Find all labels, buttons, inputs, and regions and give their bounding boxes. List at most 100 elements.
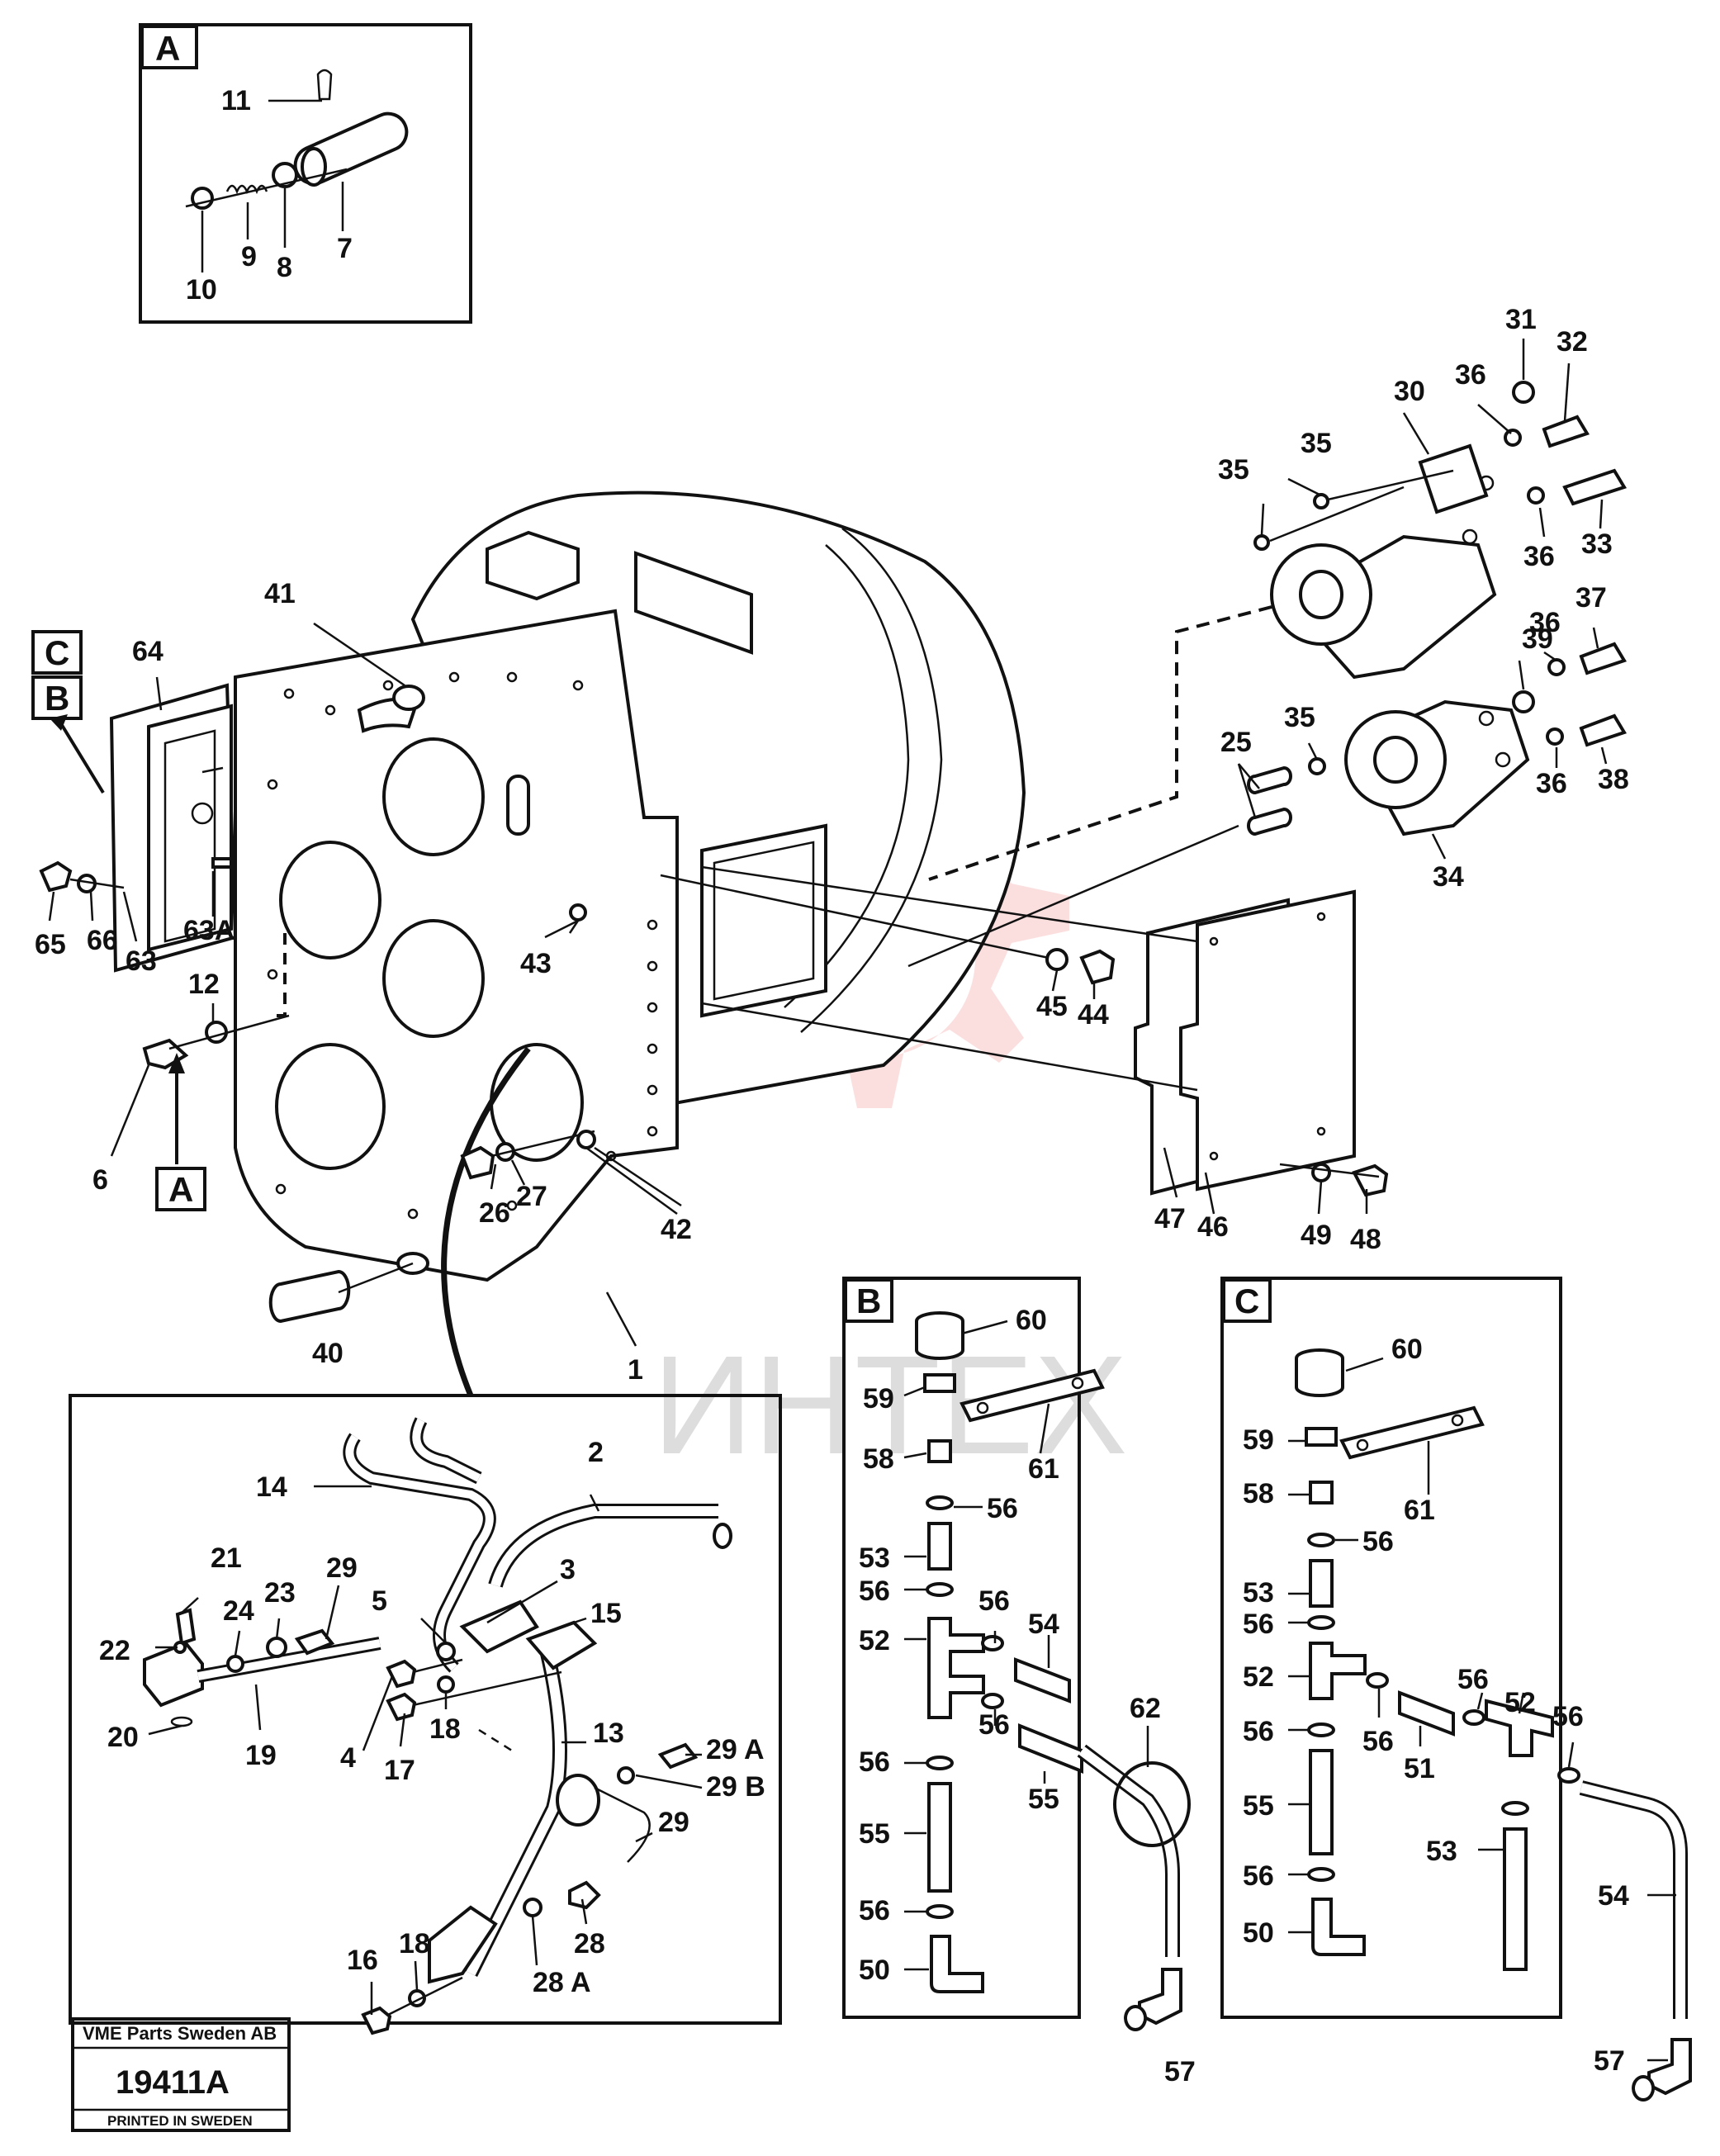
label-5: 5 — [372, 1585, 387, 1617]
label-61-b: 61 — [1028, 1453, 1059, 1485]
inset-pipes-frame — [69, 1394, 782, 2025]
tee-52-c2 — [1485, 1699, 1554, 1757]
label-25: 25 — [1220, 727, 1252, 758]
label-46: 46 — [1197, 1211, 1229, 1243]
stamp-footer: PRINTED IN SWEDEN — [107, 2113, 253, 2129]
valve-assembly-6 — [142, 1014, 290, 1164]
label-9: 9 — [241, 241, 257, 272]
bracket-30 — [1253, 381, 1628, 680]
hose-route — [441, 1046, 531, 1397]
label-63a: 63A — [183, 915, 235, 946]
label-4: 4 — [340, 1742, 356, 1774]
plug-41 — [392, 685, 425, 711]
label-65: 65 — [35, 929, 66, 960]
elbow-13 — [428, 1905, 498, 1984]
label-29a: 29 — [326, 1552, 358, 1584]
hose-51 — [1398, 1690, 1455, 1737]
washer-36a — [1504, 429, 1522, 447]
label-21: 21 — [211, 1542, 242, 1574]
nut-39 — [1512, 690, 1535, 713]
label-37: 37 — [1575, 582, 1607, 614]
label-66: 66 — [87, 925, 118, 956]
label-60-c: 60 — [1391, 1334, 1423, 1365]
label-56-c2: 56 — [1243, 1609, 1274, 1640]
label-56-c5: 56 — [1243, 1860, 1274, 1892]
label-58-c: 58 — [1243, 1478, 1274, 1509]
label-36d: 36 — [1536, 768, 1567, 799]
transmission-housing — [234, 490, 1026, 1397]
label-64: 64 — [132, 636, 163, 667]
inset-b: B — [842, 1277, 1105, 2019]
washer-45 — [1045, 948, 1068, 971]
elbow-50-c — [1311, 1898, 1366, 1956]
leader-lines — [48, 339, 1676, 2062]
fitting-28 — [568, 1880, 601, 1910]
label-52-c2: 52 — [1504, 1687, 1536, 1718]
tag-a-letter: A — [168, 1170, 193, 1209]
bolt-holes — [267, 671, 658, 1220]
label-20: 20 — [107, 1722, 139, 1753]
label-35c: 35 — [1284, 702, 1315, 733]
inset-a-letter: A — [155, 29, 180, 68]
bolt-65 — [39, 860, 73, 893]
elbow-50-b — [930, 1935, 984, 1993]
cover-46 — [1179, 889, 1356, 1192]
hose-55-b — [927, 1782, 952, 1893]
label-61-c: 61 — [1404, 1495, 1435, 1526]
label-53-c: 53 — [1243, 1577, 1274, 1609]
clamp-56-c5 — [1307, 1867, 1335, 1882]
label-42: 42 — [661, 1214, 692, 1245]
label-3: 3 — [560, 1554, 576, 1585]
hose-53-c2 — [1503, 1827, 1528, 1971]
label-29b: 29 B — [706, 1771, 765, 1803]
washer-35a — [1253, 534, 1270, 551]
tag-a — [155, 1167, 206, 1211]
clamp-56-c3 — [1366, 1672, 1389, 1689]
washer-43 — [569, 903, 587, 922]
inset-c-letter: C — [1234, 1282, 1259, 1320]
label-16: 16 — [347, 1945, 378, 1976]
label-63: 63 — [126, 945, 157, 977]
bolt-26 — [460, 1145, 495, 1180]
clamp-56-c7 — [1501, 1801, 1529, 1816]
strap-61-b — [960, 1368, 1105, 1423]
bolt-37 — [1579, 642, 1627, 675]
pin-25b — [1247, 807, 1292, 836]
label-56-b6: 56 — [859, 1895, 890, 1926]
label-49: 49 — [1301, 1220, 1332, 1251]
nipple-58-b — [927, 1439, 952, 1463]
nipple-58-c — [1309, 1481, 1334, 1504]
gasket-63 — [147, 704, 233, 952]
clamp-56-c6 — [1462, 1709, 1485, 1726]
labels-main: 41 64 65 66 63 63A 12 6 43 26 27 42 40 1… — [35, 304, 1629, 1386]
label-55-b2: 55 — [1028, 1784, 1059, 1815]
hose-55-c — [1309, 1749, 1334, 1855]
label-53-b: 53 — [859, 1542, 890, 1574]
clamp-56-c1 — [1307, 1533, 1335, 1547]
bolt-17 — [386, 1692, 417, 1722]
tee-52-b — [927, 1617, 985, 1719]
label-56-c6: 56 — [1457, 1664, 1489, 1695]
inspection-opening — [700, 823, 827, 1018]
label-56-c4: 56 — [1243, 1716, 1274, 1747]
washer-28a — [523, 1898, 543, 1917]
nut-23 — [266, 1637, 287, 1658]
plug-40 — [268, 1269, 351, 1324]
label-52-b: 52 — [859, 1625, 890, 1656]
label-33: 33 — [1581, 528, 1613, 560]
label-27: 27 — [516, 1181, 547, 1212]
label-56-c3: 56 — [1362, 1726, 1394, 1757]
label-35b: 35 — [1301, 428, 1332, 459]
clamp-56-b4 — [981, 1693, 1004, 1709]
washer-42 — [576, 1130, 596, 1149]
label-36c: 36 — [1529, 607, 1561, 638]
label-18b: 18 — [399, 1928, 430, 1959]
label-28a: 28 A — [533, 1967, 591, 1998]
washer-49 — [1311, 1163, 1331, 1182]
label-29a-b: 29 A — [706, 1734, 765, 1765]
stamp-number: 19411A — [116, 2064, 230, 2101]
hose-53-c — [1309, 1559, 1334, 1608]
label-62: 62 — [1130, 1693, 1161, 1724]
label-44: 44 — [1078, 999, 1109, 1031]
